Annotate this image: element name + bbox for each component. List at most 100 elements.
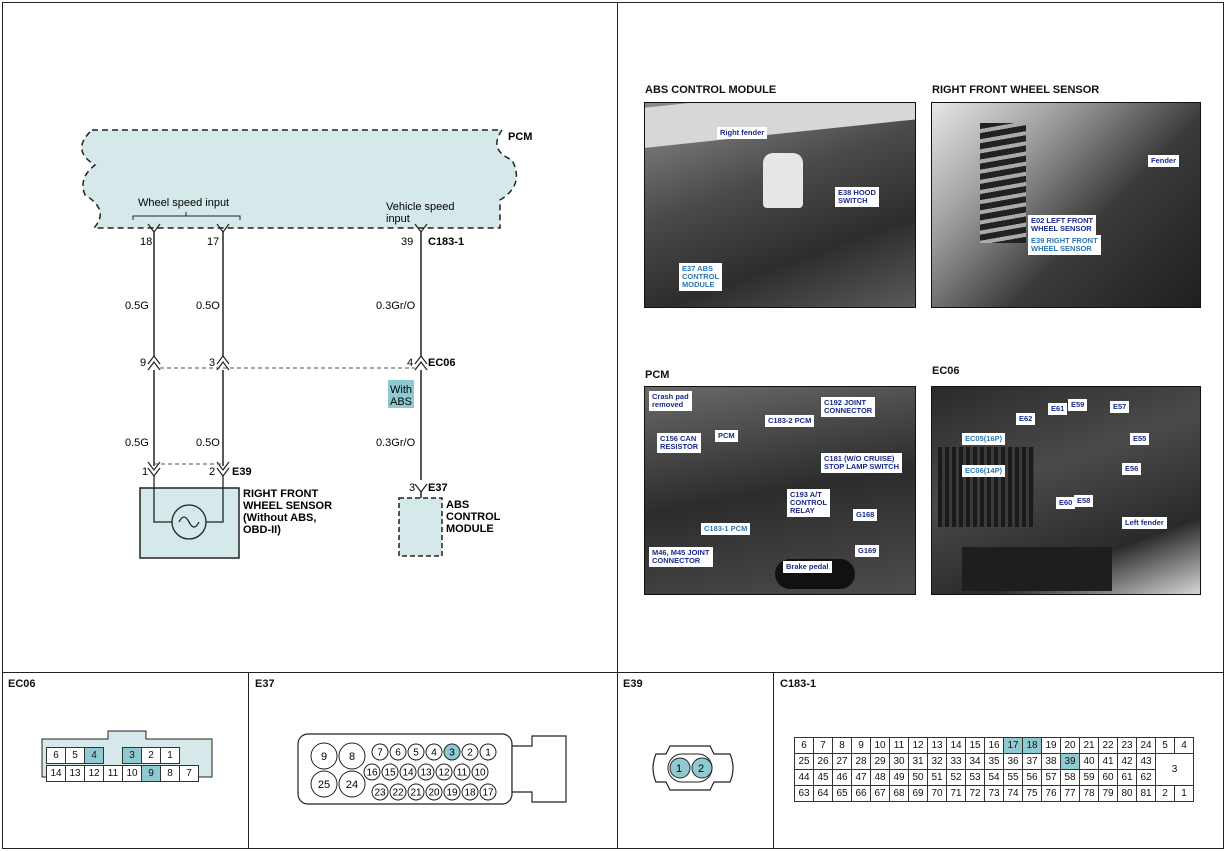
c183-pin: 17	[1003, 737, 1023, 754]
e39-pin-2-label: 2	[209, 466, 215, 478]
abs-photo: Right fender E38 HOOD SWITCH E37 ABS CON…	[644, 102, 916, 308]
c183-pin: 66	[851, 785, 871, 802]
ec06-pin-9-marker	[147, 355, 161, 371]
e37-pin	[407, 743, 425, 761]
callout-e37-abs-module: E37 ABS CONTROL MODULE	[679, 263, 723, 291]
e37-pin	[461, 743, 479, 761]
e37-big-pin-label: 9	[321, 751, 327, 763]
sensor-wire-loop	[153, 476, 224, 523]
e37-pin-label: 6	[395, 748, 401, 759]
callout-e38-hood-switch: E38 HOOD SWITCH	[835, 187, 879, 207]
ec06-pin-grid-row2: 14 13 12 11 10 9 8 7	[46, 765, 199, 782]
e37-pin-3-marker	[414, 483, 428, 493]
e37-label: E37	[428, 482, 448, 494]
e37-pin-label: 12	[438, 768, 450, 779]
callout-c192: C192 JOINT CONNECTOR	[821, 397, 876, 417]
e37-big-pin	[310, 742, 338, 770]
reservoir-shape	[763, 153, 803, 208]
ec06-pin: 3	[122, 747, 142, 764]
e37-pin	[381, 763, 399, 781]
c183-pin: 54	[984, 769, 1004, 786]
sensor-label-3: (Without ABS,	[243, 512, 316, 524]
c183-pin: 69	[908, 785, 928, 802]
e37-pin-label: 19	[446, 788, 458, 799]
e37-big-pin-label: 24	[346, 779, 358, 791]
callout-pcm: PCM	[715, 430, 738, 442]
c183-pin: 45	[813, 769, 833, 786]
e37-pin	[479, 743, 497, 761]
ec06-pin: 10	[122, 765, 142, 782]
e37-pin	[425, 783, 443, 801]
wiring-schematic: PCM Wheel speed input Vehicle speed inpu…	[81, 129, 532, 559]
e37-pin-label: 14	[402, 768, 414, 779]
c183-pin: 23	[1117, 737, 1137, 754]
c183-pin: 75	[1022, 785, 1042, 802]
e37-pin	[443, 783, 461, 801]
c183-pin: 32	[927, 753, 947, 770]
sensor-symbol	[171, 504, 207, 540]
c183-pin: 2	[1155, 785, 1175, 802]
with-abs-badge	[388, 380, 414, 408]
c183-pin: 52	[946, 769, 966, 786]
c183-pin: 37	[1022, 753, 1042, 770]
sensor-label-4: OBD-II)	[243, 524, 281, 536]
abs-module-box	[398, 497, 443, 557]
ec06-pin: 1	[160, 747, 180, 764]
c183-pin: 1	[1174, 785, 1194, 802]
c183-pin: 21	[1079, 737, 1099, 754]
c183-pin: 61	[1117, 769, 1137, 786]
e37-pin	[389, 783, 407, 801]
callout-c183-2: C183-2 PCM	[765, 415, 815, 427]
e37-pin	[407, 783, 425, 801]
c183-pin: 47	[851, 769, 871, 786]
abs-label-2: CONTROL	[446, 511, 501, 523]
c183-pin: 10	[870, 737, 890, 754]
ec06-photo: E61 E59 E57 E62 EC05(16P) E55 EC06(14P) …	[931, 386, 1201, 595]
c183-pin: 18	[1022, 737, 1042, 754]
c183-pin: 34	[965, 753, 985, 770]
connector-divider-1	[248, 672, 249, 849]
c183-pin: 58	[1060, 769, 1080, 786]
c183-pin: 65	[832, 785, 852, 802]
pin-39-label: 39	[401, 236, 413, 248]
e37-pin	[425, 743, 443, 761]
e37-pin	[461, 783, 479, 801]
c183-pin: 27	[832, 753, 852, 770]
callout-e39-right-wheel-sensor: E39 RIGHT FRONT WHEEL SENSOR	[1028, 235, 1101, 255]
e37-pin	[371, 743, 389, 761]
e39-pin-1-label: 1	[142, 466, 148, 478]
c183-pin: 56	[1022, 769, 1042, 786]
e37-pin	[471, 763, 489, 781]
c183-pin: 50	[908, 769, 928, 786]
e37-pin-label: 18	[464, 788, 476, 799]
e39-pin-1: 1	[676, 763, 682, 775]
c183-pin: 51	[927, 769, 947, 786]
pin-18-label: 18	[140, 236, 152, 248]
c183-pin: 35	[984, 753, 1004, 770]
c183-pin: 22	[1098, 737, 1118, 754]
c183-pin: 3	[1155, 753, 1194, 786]
c183-pin: 81	[1136, 785, 1156, 802]
c183-pin: 28	[851, 753, 871, 770]
e39-connector: 1 2	[652, 745, 734, 791]
wheel-speed-input-label: Wheel speed input	[138, 197, 229, 209]
c183-pin: 77	[1060, 785, 1080, 802]
e37-big-pin	[338, 770, 366, 798]
ec06-pin-3-label: 3	[209, 357, 215, 369]
e39-connector-title: E39	[623, 678, 643, 690]
battery-shape	[962, 547, 1112, 591]
callout-e59: E59	[1068, 399, 1088, 411]
callout-brake-pedal: Brake pedal	[783, 561, 832, 573]
e37-pin	[399, 763, 417, 781]
wire-05g-lower-label: 0.5G	[125, 437, 149, 449]
with-abs-label-1: With	[390, 384, 412, 396]
c183-pin: 7	[813, 737, 833, 754]
callout-right-fender: Right fender	[717, 127, 768, 139]
c183-pin: 12	[908, 737, 928, 754]
c183-pin: 43	[1136, 753, 1156, 770]
ec06-pin-9-label: 9	[140, 357, 146, 369]
main-vertical-divider	[617, 2, 618, 849]
c183-pin: 41	[1098, 753, 1118, 770]
c183-pin: 30	[889, 753, 909, 770]
c183-pin: 44	[794, 769, 814, 786]
